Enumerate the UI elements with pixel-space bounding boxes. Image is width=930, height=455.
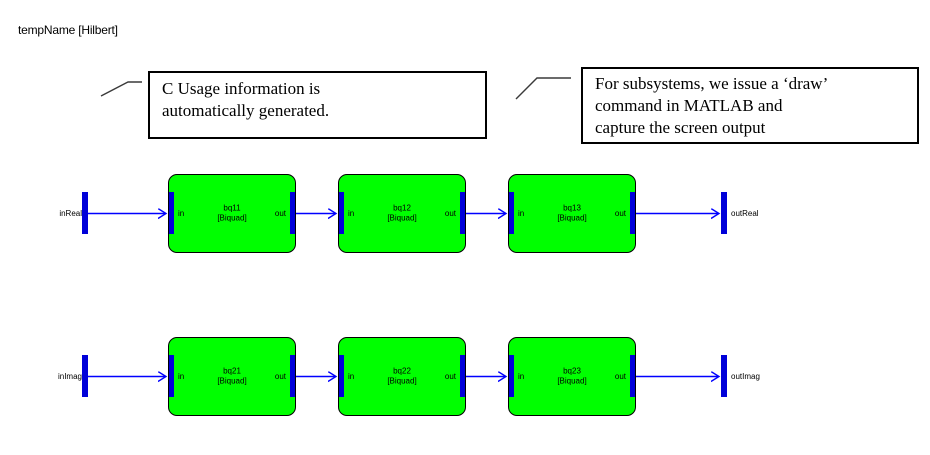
port-label-out: out: [274, 372, 286, 381]
port-label-in: in: [348, 209, 355, 218]
biquad-block-bq22[interactable]: in out bq22 [Biquad]: [338, 337, 466, 416]
annotation-line: C Usage information is: [162, 79, 321, 98]
port-bar-in[interactable]: [509, 355, 514, 397]
biquad-block-bq13[interactable]: in out bq13 [Biquad]: [508, 174, 636, 253]
biquad-block-bq23[interactable]: in out bq23 [Biquad]: [508, 337, 636, 416]
annotation-line: command in MATLAB and: [595, 96, 783, 115]
port-label-out: out: [614, 372, 626, 381]
block-name: bq13: [563, 203, 581, 213]
annotation-line: automatically generated.: [162, 101, 330, 120]
port-bar-out[interactable]: [630, 192, 635, 234]
signal-row-real: inReal in out bq11 [Biquad] in out bq12 …: [0, 174, 930, 254]
leader-line: [100, 81, 142, 97]
block-subtitle: [Biquad]: [557, 213, 587, 223]
port-label-out: out: [444, 209, 456, 218]
annotation-line: For subsystems, we issue a ‘draw’: [595, 74, 829, 93]
annotation-c-usage[interactable]: C Usage information is automatically gen…: [148, 71, 487, 139]
port-bar-out[interactable]: [290, 192, 295, 234]
leader-line: [515, 77, 571, 100]
signal-row-imag: inImag in out bq21 [Biquad] in out bq22 …: [0, 337, 930, 417]
port-label-out: out: [274, 209, 286, 218]
port-bar-out[interactable]: [460, 355, 465, 397]
outport-block[interactable]: [721, 355, 727, 397]
port-label-out: out: [614, 209, 626, 218]
annotation-line: capture the screen output: [595, 118, 766, 137]
biquad-block-bq12[interactable]: in out bq12 [Biquad]: [338, 174, 466, 253]
biquad-block-bq11[interactable]: in out bq11 [Biquad]: [168, 174, 296, 253]
inport-label: inImag: [57, 372, 82, 381]
block-subtitle: [Biquad]: [387, 213, 417, 223]
port-bar-out[interactable]: [460, 192, 465, 234]
block-name: bq23: [563, 366, 581, 376]
block-name: bq21: [223, 366, 241, 376]
port-bar-in[interactable]: [339, 355, 344, 397]
outport-label: outReal: [731, 209, 759, 218]
block-name: bq12: [393, 203, 411, 213]
block-subtitle: [Biquad]: [557, 376, 587, 386]
port-label-in: in: [518, 209, 525, 218]
port-bar-out[interactable]: [290, 355, 295, 397]
port-bar-in[interactable]: [169, 355, 174, 397]
port-label-in: in: [178, 372, 185, 381]
port-bar-in[interactable]: [339, 192, 344, 234]
block-name: bq11: [223, 203, 241, 213]
inport-label: inReal: [59, 209, 82, 218]
inport-block[interactable]: [82, 355, 88, 397]
outport-block[interactable]: [721, 192, 727, 234]
port-label-out: out: [444, 372, 456, 381]
port-label-in: in: [178, 209, 185, 218]
port-label-in: in: [348, 372, 355, 381]
block-subtitle: [Biquad]: [217, 213, 247, 223]
outport-label: outImag: [731, 372, 760, 381]
model-title: tempName [Hilbert]: [18, 23, 118, 37]
annotation-subsystems-draw[interactable]: For subsystems, we issue a ‘draw’ comman…: [581, 67, 919, 144]
block-name: bq22: [393, 366, 411, 376]
port-bar-in[interactable]: [169, 192, 174, 234]
block-subtitle: [Biquad]: [217, 376, 247, 386]
inport-block[interactable]: [82, 192, 88, 234]
port-bar-out[interactable]: [630, 355, 635, 397]
port-label-in: in: [518, 372, 525, 381]
port-bar-in[interactable]: [509, 192, 514, 234]
block-subtitle: [Biquad]: [387, 376, 417, 386]
biquad-block-bq21[interactable]: in out bq21 [Biquad]: [168, 337, 296, 416]
